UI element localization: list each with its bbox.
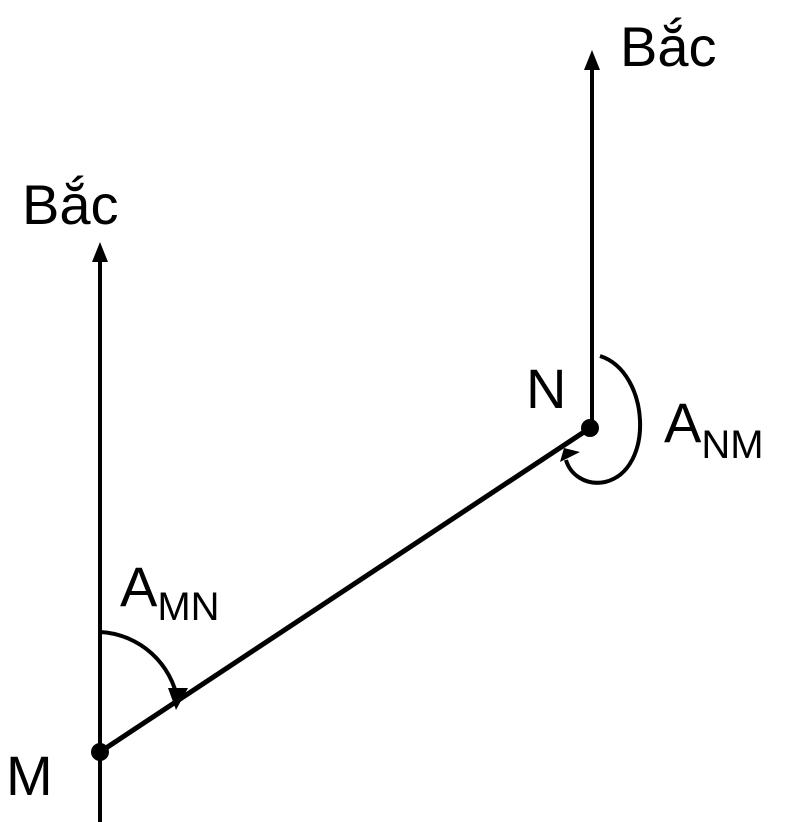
- azimuth-label-mn-main: A: [120, 555, 158, 618]
- azimuth-label-nm-sub: NM: [701, 423, 763, 467]
- azimuth-arrowhead-mn: [168, 688, 188, 710]
- azimuth-arc-nm: [564, 354, 643, 485]
- point-n-dot: [581, 419, 599, 437]
- north-label-left: Bắc: [22, 173, 119, 236]
- point-label-n: N: [526, 357, 566, 420]
- north-arrowhead-n: [584, 50, 600, 70]
- point-m-dot: [91, 743, 109, 761]
- azimuth-label-nm-main: A: [664, 391, 702, 454]
- point-label-m: M: [6, 744, 53, 807]
- north-label-right: Bắc: [620, 15, 717, 78]
- azimuth-arc-mn: [99, 630, 180, 703]
- azimuth-label-nm: ANM: [664, 391, 764, 467]
- north-arrowhead-m: [92, 242, 108, 262]
- azimuth-label-mn-sub: MN: [157, 585, 219, 629]
- azimuth-label-mn: AMN: [120, 555, 220, 629]
- azimuth-arrowhead-nm: [560, 448, 580, 462]
